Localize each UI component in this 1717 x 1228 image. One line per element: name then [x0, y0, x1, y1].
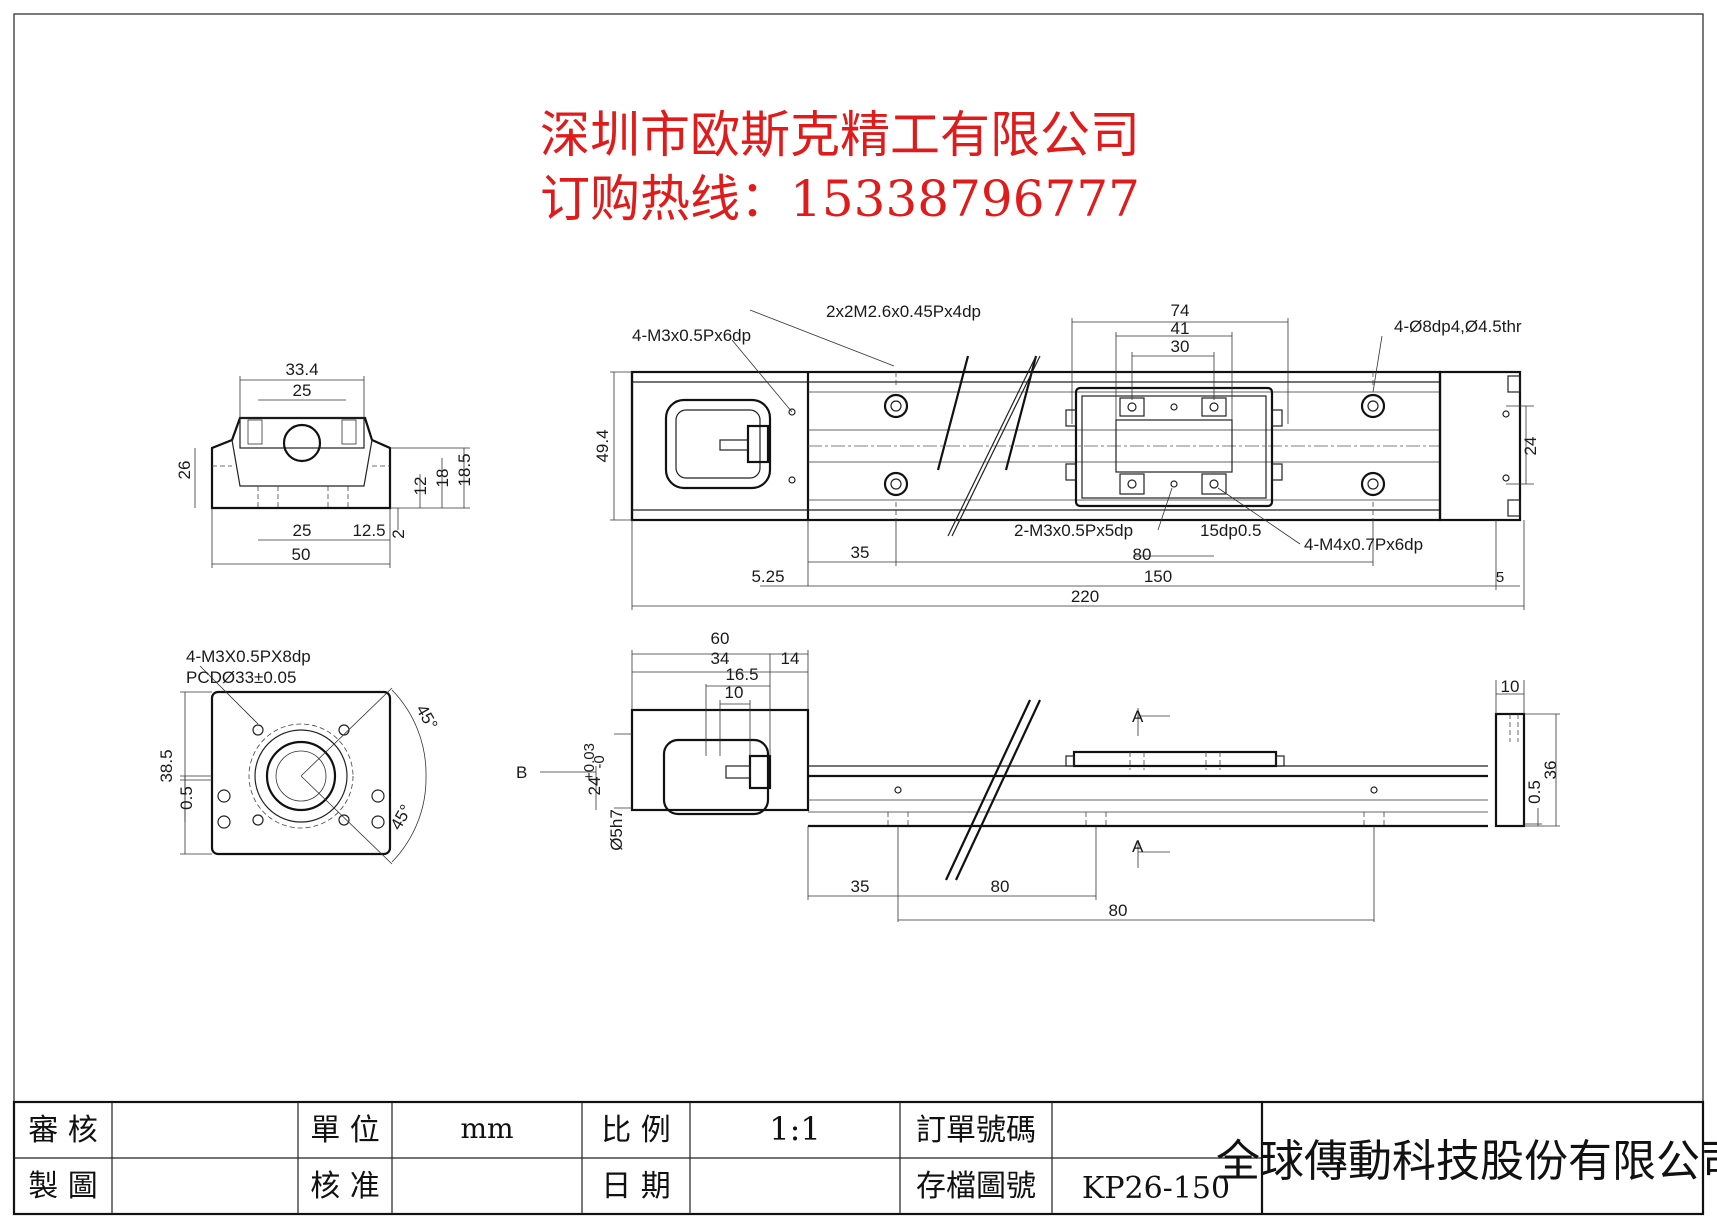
dim-80-top: 80: [1133, 545, 1152, 564]
dim-10-side: 10: [725, 683, 744, 702]
dim-150: 150: [1144, 567, 1172, 586]
top-view: [610, 309, 1534, 610]
dim-18: 18: [433, 469, 452, 488]
top-note-m2-6: 2x2M2.6x0.45Px4dp: [826, 302, 981, 321]
dim-74: 74: [1171, 301, 1190, 320]
dim-30: 30: [1171, 337, 1190, 356]
label-b: B: [516, 763, 527, 782]
dim-5-25: 5.25: [751, 567, 784, 586]
company-header-title: 深圳市欧斯克精工有限公司: [540, 106, 1140, 164]
tb-file-value: KP26-150: [1082, 1171, 1230, 1206]
tol-lower: -0: [591, 755, 608, 768]
side-view: [540, 650, 1560, 922]
dim-18-5: 18.5: [455, 453, 474, 486]
tb-date-label: 日 期: [601, 1169, 671, 1204]
slider-note-m4: 4-M4x0.7Px6dp: [1304, 535, 1423, 554]
dim-38-5: 38.5: [157, 749, 176, 782]
dim-12-5: 12.5: [352, 521, 385, 540]
dim-41: 41: [1171, 319, 1190, 338]
dim-49-4: 49.4: [593, 429, 612, 462]
dim-25-top: 25: [293, 381, 312, 400]
tb-unit-label: 單 位: [310, 1113, 380, 1148]
tb-scale-value: 1:1: [769, 1110, 821, 1148]
dim-0-5-flange: 0.5: [177, 786, 196, 810]
dim-26: 26: [175, 461, 194, 480]
tb-unit-value: mm: [460, 1112, 513, 1145]
motor-flange-view: [180, 665, 427, 865]
tb-review-label: 審 核: [28, 1113, 98, 1148]
dim-10-right: 10: [1501, 677, 1520, 696]
tol-upper: +0.03: [581, 743, 598, 781]
dim-24-side: 24: [585, 777, 604, 796]
slider-note-m3: 2-M3x0.5Px5dp: [1014, 521, 1133, 540]
dim-16-5: 16.5: [725, 665, 758, 684]
angle-45-top: 45°: [412, 701, 441, 733]
tb-order-label: 訂單號碼: [916, 1113, 1036, 1148]
flange-note-thread: 4-M3X0.5PX8dp: [186, 647, 311, 666]
dim-50: 50: [292, 545, 311, 564]
flange-note-pcd: PCDØ33±0.05: [186, 668, 296, 687]
section-label-a-bottom: A: [1132, 837, 1144, 856]
dim-14: 14: [781, 649, 800, 668]
dim-34: 34: [711, 649, 730, 668]
dim-5-top: 5: [1496, 569, 1504, 586]
dim-2: 2: [389, 529, 408, 538]
top-note-m3: 4-M3x0.5Px6dp: [632, 326, 751, 345]
tb-file-label: 存檔圖號: [916, 1169, 1036, 1204]
dim-5h7: Ø5h7: [607, 809, 626, 851]
dim-25-bottom: 25: [293, 521, 312, 540]
dim-36: 36: [1541, 761, 1560, 780]
dim-33-4: 33.4: [285, 360, 318, 379]
tb-scale-label: 比 例: [601, 1113, 671, 1148]
dim-80-side-a: 80: [991, 877, 1010, 896]
dim-80-side-b: 80: [1109, 901, 1128, 920]
top-note-o8: 4-Ø8dp4,Ø4.5thr: [1394, 317, 1522, 336]
slider-note-15dp: 15dp0.5: [1200, 521, 1261, 540]
dim-60: 60: [711, 629, 730, 648]
dim-220: 220: [1071, 587, 1099, 606]
dim-35-top: 35: [851, 543, 870, 562]
title-block: [12, 1100, 1705, 1216]
end-view: [194, 376, 470, 568]
dim-35-side: 35: [851, 877, 870, 896]
tb-draw-label: 製 圖: [28, 1169, 98, 1204]
section-label-a-top: A: [1132, 707, 1144, 726]
hotline-header: 订购热线：15338796777: [540, 170, 1140, 228]
tb-approve-label: 核 准: [310, 1169, 380, 1204]
tb-company: 全球傳動科技股份有限公司: [1216, 1136, 1717, 1187]
dim-12: 12: [411, 477, 430, 496]
dim-0-5-right: 0.5: [1525, 780, 1544, 804]
dim-24-top: 24: [1521, 437, 1540, 456]
